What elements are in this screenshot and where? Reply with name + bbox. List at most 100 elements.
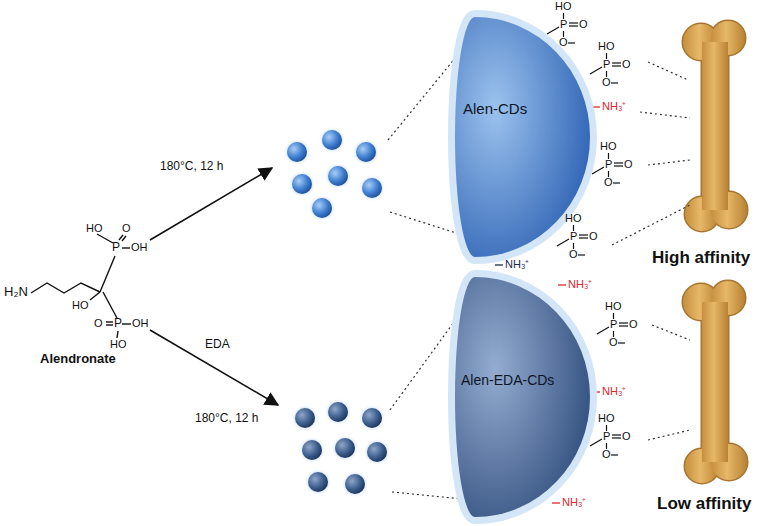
bond-line [547, 27, 559, 34]
carbon-dot [328, 402, 348, 422]
amine-bond [552, 502, 560, 503]
reaction-arrow [150, 330, 278, 405]
atom-label: O [609, 336, 618, 348]
atom-label: P [610, 318, 617, 330]
bone-outline [702, 302, 728, 462]
particle-shape [445, 12, 595, 262]
carbon-dot [312, 198, 332, 218]
bond-line [618, 342, 625, 343]
carbon-dot [367, 442, 387, 462]
atom-label: P [560, 18, 567, 30]
bond-line [612, 434, 621, 435]
atom-label: O [622, 430, 631, 442]
carbon-dot-particle: Alen-CDs [445, 12, 595, 262]
dot-glow [331, 434, 359, 462]
atom-label: OH [132, 317, 149, 329]
bond-line [579, 234, 588, 235]
bond-line [590, 439, 602, 446]
affinity-label: High affinity [652, 248, 750, 267]
atom-label: O [579, 18, 588, 30]
bond-line [612, 65, 621, 66]
bond-line [612, 437, 621, 438]
carbon-dot [302, 440, 322, 460]
atom-label: HO [600, 140, 617, 152]
dot-glow [304, 468, 332, 496]
dot-glow [358, 174, 386, 202]
bond-line [578, 254, 585, 255]
text-label: H₂N [4, 285, 28, 299]
atom-label: NH₃⁺ [505, 258, 529, 270]
carbon-dot-cluster [291, 398, 391, 498]
carbon-dot [362, 178, 382, 198]
reaction-arrow [150, 168, 272, 240]
atom-label: O [94, 317, 103, 329]
text-label: 180°C, 12 h [160, 160, 224, 173]
particle-shape [445, 272, 595, 522]
atom-label: P [570, 230, 577, 242]
atom-label: HO [598, 412, 615, 424]
bond-line [611, 454, 618, 455]
dot-glow [358, 404, 386, 432]
atom-label: O [569, 248, 578, 260]
atom-label: P [603, 58, 610, 70]
text-label: P [112, 241, 120, 254]
particle-glow [455, 277, 590, 517]
atom-label: O [559, 36, 568, 48]
carbon-dot [345, 474, 365, 494]
atom-label: O [122, 222, 131, 234]
text-label: EDA [205, 338, 230, 351]
dot-glow [291, 404, 319, 432]
dot-glow [352, 138, 380, 166]
atom-label: O [624, 158, 633, 170]
bond-line [614, 162, 623, 163]
carbon-dot [308, 472, 328, 492]
amine-bond [558, 284, 566, 285]
atom-label: NH₃⁺ [562, 496, 586, 508]
atom-label: O [604, 176, 613, 188]
dot-glow [308, 194, 336, 222]
bond-line [569, 25, 578, 26]
dot-glow [288, 170, 316, 198]
atom-label: O [622, 58, 631, 70]
atom-label: HO [110, 338, 127, 350]
bond-line [612, 62, 621, 63]
atom-label: P [603, 430, 610, 442]
carbon-dot-particle: Alen-EDA-CDs [445, 272, 595, 522]
atom-label: HO [86, 222, 103, 234]
atom-label: OH [131, 241, 148, 253]
particle-body [455, 277, 590, 517]
bond-line [611, 82, 618, 83]
bond-line [619, 322, 628, 323]
bond-line [592, 167, 604, 174]
carbon-dot [292, 174, 312, 194]
bond-line [569, 22, 578, 23]
affinity-label: Low affinity [657, 494, 751, 513]
atom-label: HO [598, 40, 615, 52]
bond-line [597, 327, 609, 334]
carbon-dot [335, 438, 355, 458]
carbon-dot [295, 408, 315, 428]
bond-line [590, 67, 602, 74]
carbon-dot [322, 130, 342, 150]
carbon-dot [328, 166, 348, 186]
atom-label: HO [605, 300, 622, 312]
bond-line [614, 165, 623, 166]
dot-glow [318, 126, 346, 154]
bond-line [613, 182, 620, 183]
carbon-dot-cluster [283, 126, 386, 222]
dot-glow [283, 138, 311, 166]
particle-label: Alen-EDA-CDs [461, 372, 554, 388]
carbon-dot [356, 142, 376, 162]
carbon-dot [287, 142, 307, 162]
atom-label: P [605, 158, 612, 170]
molecule-bonds [31, 234, 131, 338]
atom-label: O [629, 318, 638, 330]
text-label: 180°C, 12 h [195, 412, 259, 425]
bone-outline [702, 42, 728, 210]
text-label: P [114, 317, 122, 330]
atom-label: NH₃⁺ [568, 278, 592, 290]
dot-glow [298, 436, 326, 464]
bond-line [619, 325, 628, 326]
dot-glow [363, 438, 391, 466]
